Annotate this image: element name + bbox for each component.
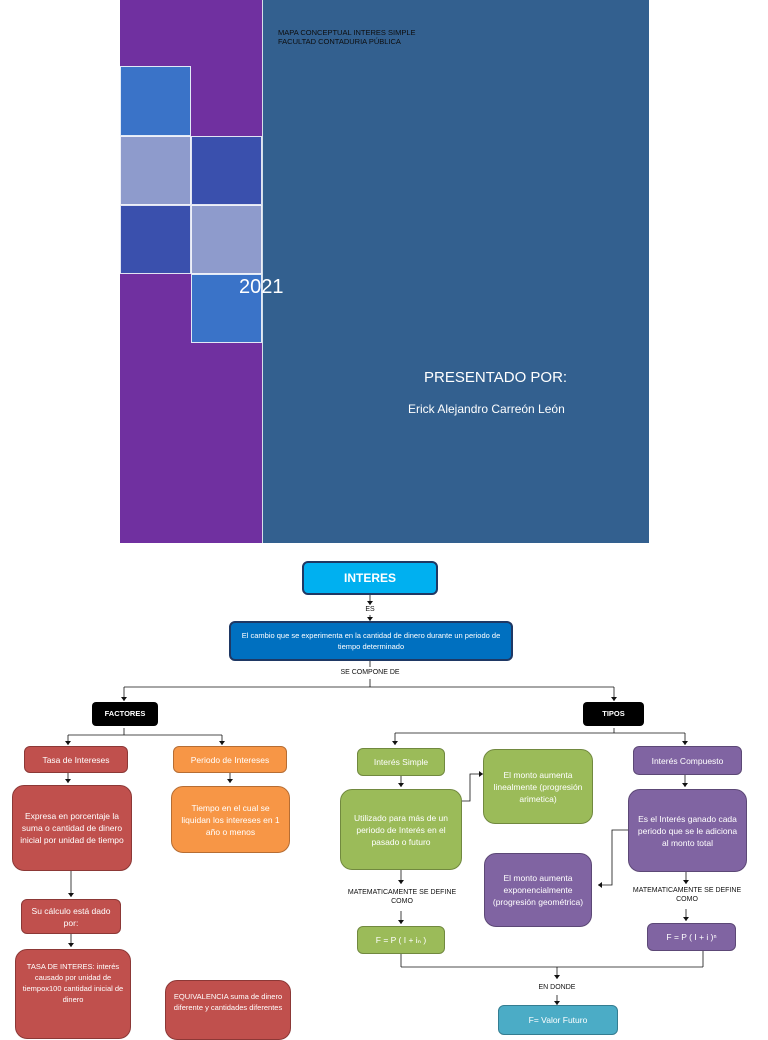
compuesto-side-node: El monto aumenta exponencialmente (progr… xyxy=(484,853,592,927)
factores-node: FACTORES xyxy=(92,702,158,726)
cover-header-faculty: FACULTAD CONTADURIA PÚBLICA xyxy=(278,37,401,46)
definition-box: El cambio que se experimenta en la canti… xyxy=(229,621,513,661)
valor-futuro: F= Valor Futuro xyxy=(528,1015,588,1025)
cover-presented-label: PRESENTADO POR: xyxy=(424,369,568,386)
periodo-desc-node: Tiempo en el cual se liquidan los intere… xyxy=(171,786,290,853)
simple-formula: F = P ( I + iₙ ) xyxy=(375,935,427,945)
cover-block xyxy=(120,66,191,136)
compuesto-desc: Es el Interés ganado cada periodo que se… xyxy=(637,813,738,848)
equivalencia-node: EQUIVALENCIA suma de dinero diferente y … xyxy=(165,980,291,1040)
simple-side-node: El monto aumenta linealmente (progresión… xyxy=(483,749,593,824)
tipos-node: TIPOS xyxy=(583,702,644,726)
interes-compuesto-node: Interés Compuesto xyxy=(633,746,742,775)
tasa-desc: Expresa en porcentaje la suma o cantidad… xyxy=(20,811,124,845)
se-compone-label: SE COMPONE DE xyxy=(340,669,400,676)
compuesto-side: El monto aumenta exponencialmente (progr… xyxy=(492,873,584,907)
cover-block xyxy=(191,136,262,205)
compuesto-formula: F = P ( I + i )ⁿ xyxy=(666,932,717,942)
cover-divider xyxy=(262,0,263,543)
compuesto-define-label: MATEMATICAMENTE SE DEFINE COMO xyxy=(632,887,742,903)
periodo-title-node: Periodo de Intereses xyxy=(173,746,287,773)
interes-simple-node: Interés Simple xyxy=(357,748,445,776)
es-label: ES xyxy=(365,606,375,613)
interes-simple-title: Interés Simple xyxy=(373,757,429,767)
factores-label: FACTORES xyxy=(104,709,146,718)
concept-root-interes: INTERES xyxy=(302,561,438,595)
periodo-desc: Tiempo en el cual se liquidan los intere… xyxy=(181,802,280,837)
concept-map-connectors xyxy=(65,595,704,1005)
simple-desc-node: Utilizado para más de un periodo de Inte… xyxy=(340,789,462,870)
cover-page: MAPA CONCEPTUAL INTERES SIMPLE FACULTAD … xyxy=(120,0,649,543)
tasa-calc: Su cálculo está dado por: xyxy=(31,905,111,928)
valor-futuro-node: F= Valor Futuro xyxy=(498,1005,618,1035)
periodo-title: Periodo de Intereses xyxy=(190,754,270,765)
cover-year: 2021 xyxy=(239,276,284,298)
interes-compuesto-title: Interés Compuesto xyxy=(651,755,724,766)
equivalencia-text: EQUIVALENCIA suma de dinero diferente y … xyxy=(173,992,283,1012)
definition-text: El cambio que se experimenta en la canti… xyxy=(241,631,501,651)
compuesto-formula-node: F = P ( I + i )ⁿ xyxy=(647,923,736,951)
tasa-formula-node: TASA DE INTERES: interés causado por uni… xyxy=(15,949,131,1039)
simple-formula-node: F = P ( I + iₙ ) xyxy=(357,926,445,954)
compuesto-desc-node: Es el Interés ganado cada periodo que se… xyxy=(628,789,747,872)
tasa-title-node: Tasa de Intereses xyxy=(24,746,128,773)
concept-root-label: INTERES xyxy=(343,571,396,585)
tasa-formula: TASA DE INTERES: interés causado por uni… xyxy=(22,962,124,1004)
simple-side: El monto aumenta linealmente (progresión… xyxy=(493,769,583,804)
cover-block xyxy=(120,205,191,274)
cover-block xyxy=(191,274,262,343)
tipos-label: TIPOS xyxy=(602,709,625,718)
tasa-title: Tasa de Intereses xyxy=(42,754,110,765)
cover-block xyxy=(120,136,191,205)
cover-block xyxy=(191,205,262,274)
simple-desc: Utilizado para más de un periodo de Inte… xyxy=(353,812,449,847)
tasa-desc-node: Expresa en porcentaje la suma o cantidad… xyxy=(12,785,132,871)
cover-author: Erick Alejandro Carreón León xyxy=(408,402,565,416)
cover-header: MAPA CONCEPTUAL INTERES SIMPLE FACULTAD … xyxy=(278,28,416,46)
en-donde-label: EN DONDE xyxy=(538,984,576,991)
cover-header-title: MAPA CONCEPTUAL INTERES SIMPLE xyxy=(278,28,416,37)
tasa-calc-node: Su cálculo está dado por: xyxy=(21,899,121,934)
simple-define-label: MATEMATICAMENTE SE DEFINE COMO xyxy=(347,889,457,905)
